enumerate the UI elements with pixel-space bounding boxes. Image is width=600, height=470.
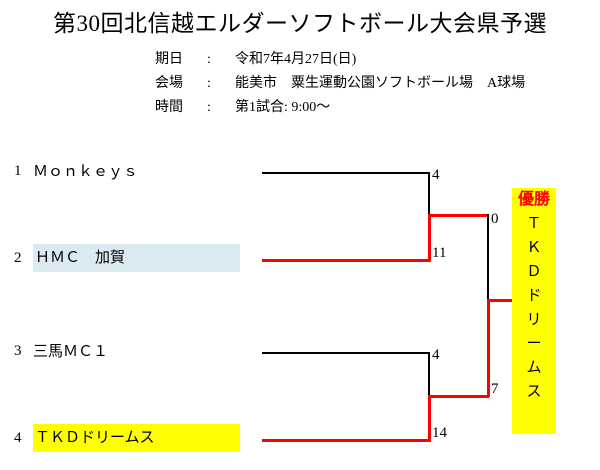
bracket-line-team2-horizontal: [262, 259, 431, 262]
info-value-date: 令和7年4月27日(日): [235, 52, 357, 67]
info-row-venue: 会場 : 能美市 粟生運動公園ソフトボール場 A球場: [155, 72, 525, 96]
team-name-4: ＴＫＤドリームス: [33, 424, 240, 452]
team-name-2: ＨＭＣ 加賀: [33, 244, 240, 272]
champion-char: Ｔ: [526, 216, 542, 232]
info-row-time: 時間 : 第1試合: 9:00〜: [155, 96, 525, 120]
score-semi2-top: 4: [432, 347, 440, 363]
champion-char: ー: [526, 336, 542, 352]
score-semi1-top: 4: [432, 167, 440, 183]
seed-number-1: 1: [14, 163, 22, 179]
info-colon-date: :: [207, 52, 211, 67]
bracket-line-semi2-advance: [428, 395, 489, 398]
info-label-venue: 会場: [155, 76, 183, 91]
score-final-bottom: 7: [491, 381, 499, 397]
bracket-line-team4-vertical: [428, 395, 431, 441]
info-label-date: 期日: [155, 52, 183, 67]
champion-char: リ: [526, 312, 542, 328]
bracket-line-team2-vertical: [428, 214, 431, 262]
champion-team-name: Ｔ Ｋ Ｄ ド リ ー ム ス: [526, 212, 541, 404]
bracket-line-final-bottom-vertical: [487, 299, 490, 397]
bracket-line-final-top-vertical: [487, 214, 489, 301]
champion-char: Ｋ: [526, 240, 542, 256]
page-title: 第30回北信越エルダーソフトボール大会県予選: [53, 11, 547, 36]
champion-char: ム: [526, 360, 542, 376]
champion-box: 優勝 Ｔ Ｋ Ｄ ド リ ー ム ス: [512, 188, 556, 434]
event-info-block: 期日 : 令和7年4月27日(日) 会場 : 能美市 粟生運動公園ソフトボール場…: [155, 48, 525, 120]
bracket-line-champion-connector: [487, 299, 514, 302]
bracket-line-team1-vertical: [428, 172, 430, 216]
bracket-line-team3-vertical: [428, 352, 430, 397]
info-value-time: 第1試合: 9:00〜: [235, 100, 331, 115]
info-colon-venue: :: [207, 76, 211, 91]
team-name-3: 三馬ＭＣ１: [33, 344, 109, 360]
bracket-line-team4-horizontal: [262, 439, 431, 442]
score-semi2-bottom: 14: [432, 425, 447, 441]
info-value-venue: 能美市 粟生運動公園ソフトボール場 A球場: [235, 76, 526, 91]
team-name-1: Ｍｏｎｋｅｙｓ: [33, 164, 139, 180]
bracket-line-semi1-advance: [428, 214, 489, 217]
score-semi1-bottom: 11: [432, 245, 447, 261]
score-final-top: 0: [491, 211, 499, 227]
seed-number-2: 2: [14, 250, 22, 266]
seed-number-3: 3: [14, 343, 22, 359]
info-label-time: 時間: [155, 100, 183, 115]
champion-char: ド: [526, 288, 542, 304]
seed-number-4: 4: [14, 430, 22, 446]
champion-char: Ｄ: [526, 264, 542, 280]
info-colon-time: :: [207, 100, 211, 115]
bracket-line-team3-horizontal: [262, 352, 430, 354]
champion-label: 優勝: [517, 191, 550, 208]
info-row-date: 期日 : 令和7年4月27日(日): [155, 48, 525, 72]
bracket-line-team1-horizontal: [262, 172, 430, 174]
champion-char: ス: [526, 384, 542, 400]
